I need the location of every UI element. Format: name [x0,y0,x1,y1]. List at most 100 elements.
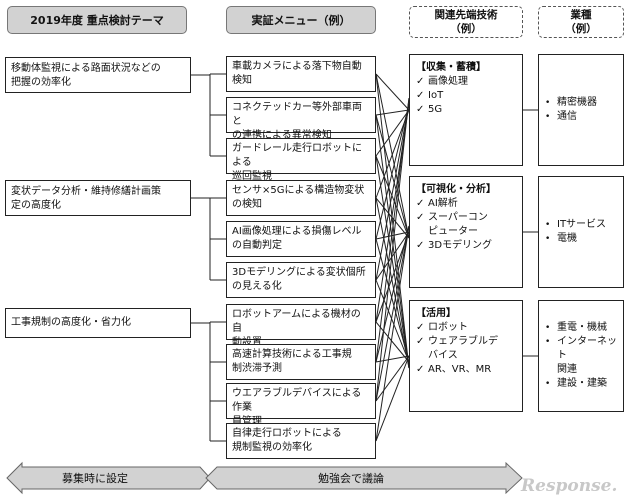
fan-line [375,114,410,239]
check-icon: ✓ [416,240,425,251]
fan-line [375,355,410,402]
menu-4-line2: の検知 [232,199,262,210]
fan-line [375,321,410,363]
menu-box-6: 3Dモデリングによる変状個所 の見える化 [226,262,376,298]
fan-line [375,231,410,281]
header-tech-line2: （例） [450,23,482,35]
fan-line [375,155,410,239]
tech-3-item-2-text-1: ウェアラブルデ [428,336,498,347]
theme-2-line2: 定の高度化 [11,200,61,211]
industry-box-2: •ITサービス •電機 [538,176,624,288]
tech-3-item-3-text: AR、VR、MR [428,364,492,375]
menu-3-line2: 巡回監視 [232,171,272,182]
check-icon: ✓ [416,336,425,347]
menu-box-7: ロボットアームによる機材の自 動設置 [226,304,376,348]
theme-box-3: 工事規制の高度化・省力化 [5,308,191,338]
industry-1-item-2: •通信 [545,110,617,124]
industry-2-item-1: •ITサービス [545,218,617,232]
bottom-arrows [6,461,523,495]
industry-box-1: •精密機器 •通信 [538,54,624,166]
fan-line [375,238,410,363]
tech-1-item-3: ✓5G [416,103,516,117]
tech-1-item-2: ✓IoT [416,89,516,103]
menu-6-line1: 3Dモデリングによる変状個所 [232,267,366,278]
tech-box-visualize: 【可視化・分析】 ✓AI解析 ✓スーパーコンピューター ✓3Dモデリング [409,176,523,288]
fan-line [375,225,410,442]
check-icon: ✓ [416,90,425,101]
check-icon: ✓ [416,212,425,223]
tech-2-item-2-text-2: ピューター [428,226,478,237]
tech-2-item-3: ✓3Dモデリング [416,239,516,253]
check-icon: ✓ [416,364,425,375]
bullet-icon: • [545,234,551,244]
menu-2-line2: の連携による異常検知 [232,130,332,141]
menu-9-line2: 員管理 [232,416,262,427]
fan-line [375,155,410,369]
tech-3-item-1-text: ロボット [428,322,468,333]
theme-1-line1: 移動体監視による路面状況などの [11,63,161,74]
arrow-left-label: 募集時に設定 [62,472,128,485]
theme-3-line1: 工事規制の高度化・省力化 [11,317,131,328]
check-icon: ✓ [416,198,425,209]
menu-3-line1: ガードレール走行ロボットによる [232,143,362,168]
menu-box-9: ウエアラブルデバイスによる作業 員管理 [226,383,376,427]
menu-5-line2: の自動判定 [232,240,282,251]
menu-6-line2: の見える化 [232,281,282,292]
header-industry: 業種 （例） [538,6,624,38]
industry-1-item-1: •精密機器 [545,96,617,110]
fan-line [375,225,410,363]
menu-10-line2: 規制監視の効率化 [232,442,312,453]
fan-line [375,355,410,442]
tech-1-item-2-text: IoT [428,90,444,101]
menu-box-3: ガードレール走行ロボットによる 巡回監視 [226,138,376,182]
menu-10-line1: 自律走行ロボットによる [232,428,342,439]
menu-box-10: 自律走行ロボットによる 規制監視の効率化 [226,423,376,459]
header-tech-line1: 関連先端技術 [434,9,498,21]
fan-line [375,109,410,116]
tech-3-item-3: ✓AR、VR、MR [416,363,516,377]
check-icon: ✓ [416,76,425,87]
header-theme-label: 2019年度 重点検討テーマ [30,14,164,27]
arrow-right-label: 勉強会で議論 [318,472,384,485]
menu-9-line1: ウエアラブルデバイスによる作業 [232,388,362,413]
tech-1-item-1: ✓画像処理 [416,75,516,89]
tech-2-category: 【可視化・分析】 [416,184,496,195]
industry-3-item-1-text: 重電・機械 [557,322,607,333]
fan-line [375,73,410,369]
tech-3-item-2: ✓ウェアラブルデバイス [416,335,516,363]
theme-2-line1: 変状データ分析・維持修繕計画策 [11,186,161,197]
tech-2-item-1: ✓AI解析 [416,197,516,211]
menu-5-line1: AI画像処理による損傷レベル [232,226,362,237]
industry-2-item-1-text: ITサービス [557,219,607,230]
bullet-icon: • [545,379,551,389]
header-tech: 関連先端技術 （例） [409,6,523,38]
fan-line [375,355,410,363]
industry-1-item-1-text: 精密機器 [557,97,597,108]
menu-7-line2: 動設置 [232,337,262,348]
fan-line [375,97,410,363]
industry-3-item-3-text: 建設・建築 [557,378,607,389]
fan-line [375,114,410,369]
fan-line [375,231,410,240]
menu-8-line1: 高速計算技術による工事規 [232,349,352,360]
tech-box-use: 【活用】 ✓ロボット ✓ウェアラブルデバイス ✓AR、VR、MR [409,300,523,412]
fan-line [375,97,410,402]
menu-box-4: センサ×5Gによる構造物変状 の検知 [226,180,376,216]
tech-2-item-1-text: AI解析 [428,198,458,209]
theme-box-2: 変状データ分析・維持修繕計画策 定の高度化 [5,180,191,216]
theme-box-1: 移動体監視による路面状況などの 把握の効率化 [5,57,191,93]
bullet-icon: • [545,323,551,333]
menu-box-1: 車載カメラによる落下物自動 検知 [226,56,376,92]
tech-3-item-1: ✓ロボット [416,321,516,335]
menu-box-5: AI画像処理による損傷レベル の自動判定 [226,221,376,257]
fan-line [375,103,410,240]
tech-1-item-1-text: 画像処理 [428,76,468,87]
bullet-icon: • [545,112,551,122]
tech-3-category: 【活用】 [416,308,456,319]
industry-3-item-2-text-2: 関連 [557,364,577,375]
tech-box-collect: 【収集・蓄積】 ✓画像処理 ✓IoT ✓5G [409,54,523,166]
theme-1-line2: 把握の効率化 [11,77,71,88]
tech-2-item-2: ✓スーパーコンピューター [416,211,516,239]
